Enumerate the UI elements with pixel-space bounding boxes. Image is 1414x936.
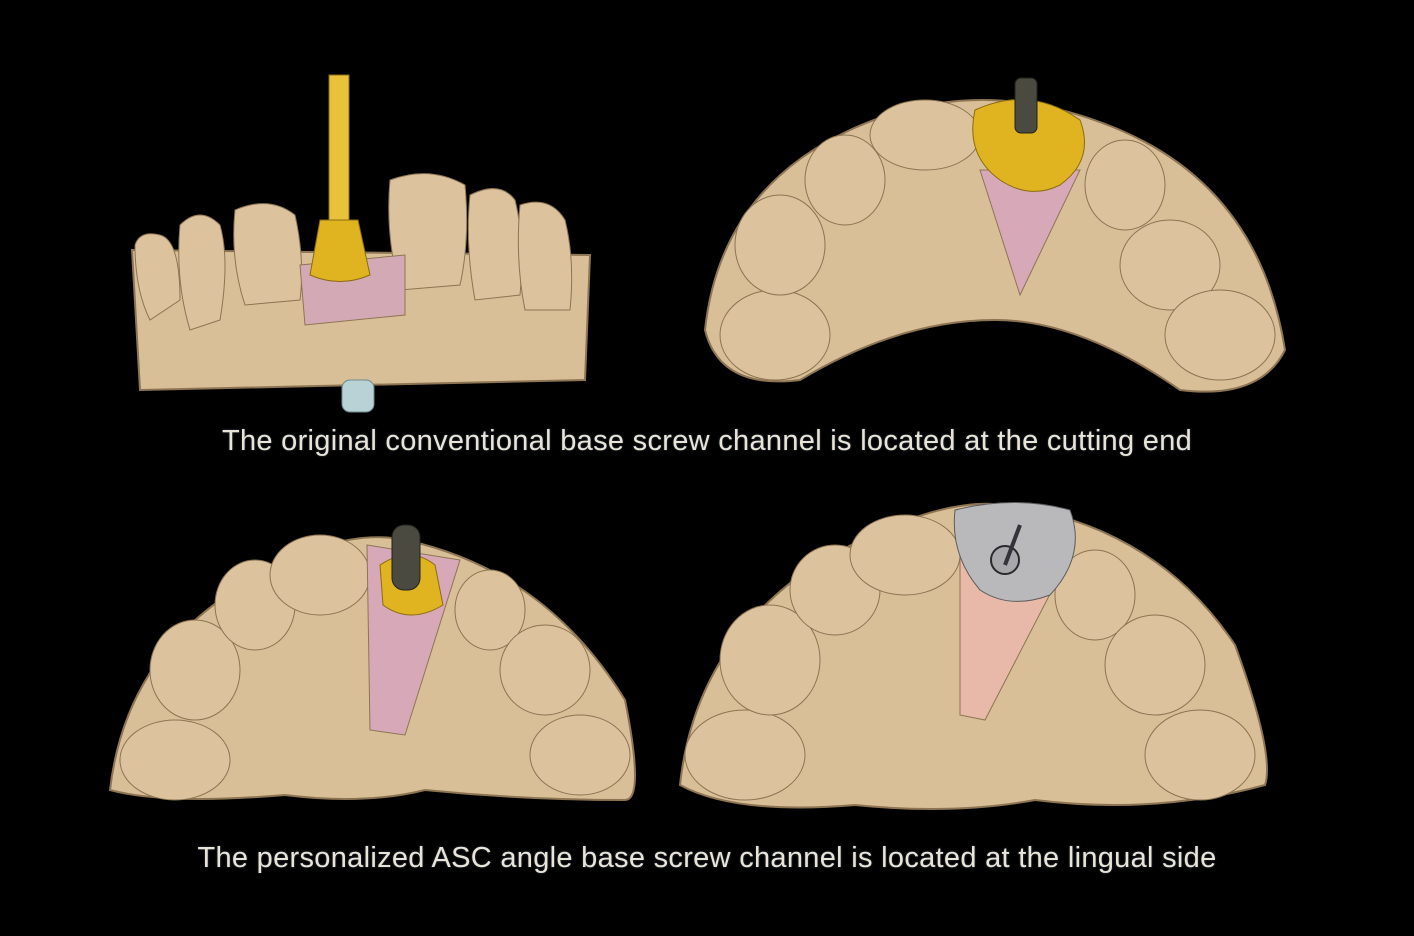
tooth <box>388 173 468 291</box>
tooth <box>467 188 523 301</box>
tooth <box>1104 614 1206 716</box>
tooth <box>233 203 303 306</box>
tooth <box>149 619 241 721</box>
screw-driver <box>1003 524 1022 566</box>
occlusal-arch-asc-gold <box>105 520 640 810</box>
tooth <box>1054 549 1136 641</box>
tooth <box>849 514 961 596</box>
tooth <box>734 194 826 296</box>
tooth <box>804 134 886 226</box>
tooth <box>1144 709 1256 801</box>
tooth <box>134 233 181 321</box>
caption-bottom: The personalized ASC angle base screw ch… <box>197 842 1217 874</box>
tooth <box>269 534 371 616</box>
tooth <box>454 569 526 651</box>
tooth <box>178 214 226 331</box>
occlusal-arch-asc-silver <box>675 495 1275 825</box>
frontal-model-conventional <box>120 60 600 430</box>
caption-top: The original conventional base screw cha… <box>221 425 1193 457</box>
tooth <box>529 714 631 796</box>
screw-channel <box>391 524 421 591</box>
screw-channel <box>1014 77 1038 134</box>
tooth <box>1164 289 1276 381</box>
gold-abutment <box>309 219 371 282</box>
gold-crown <box>972 99 1085 192</box>
tooth <box>499 624 591 716</box>
screw-channel <box>328 74 350 226</box>
tooth <box>1084 139 1166 231</box>
tooth <box>1119 219 1221 311</box>
implant <box>341 379 375 413</box>
tooth <box>119 719 231 801</box>
tooth <box>719 604 821 716</box>
occlusal-arch-conventional <box>700 70 1290 400</box>
tooth <box>719 289 831 381</box>
tooth <box>517 201 573 311</box>
tooth <box>684 709 806 801</box>
tooth <box>869 99 981 171</box>
